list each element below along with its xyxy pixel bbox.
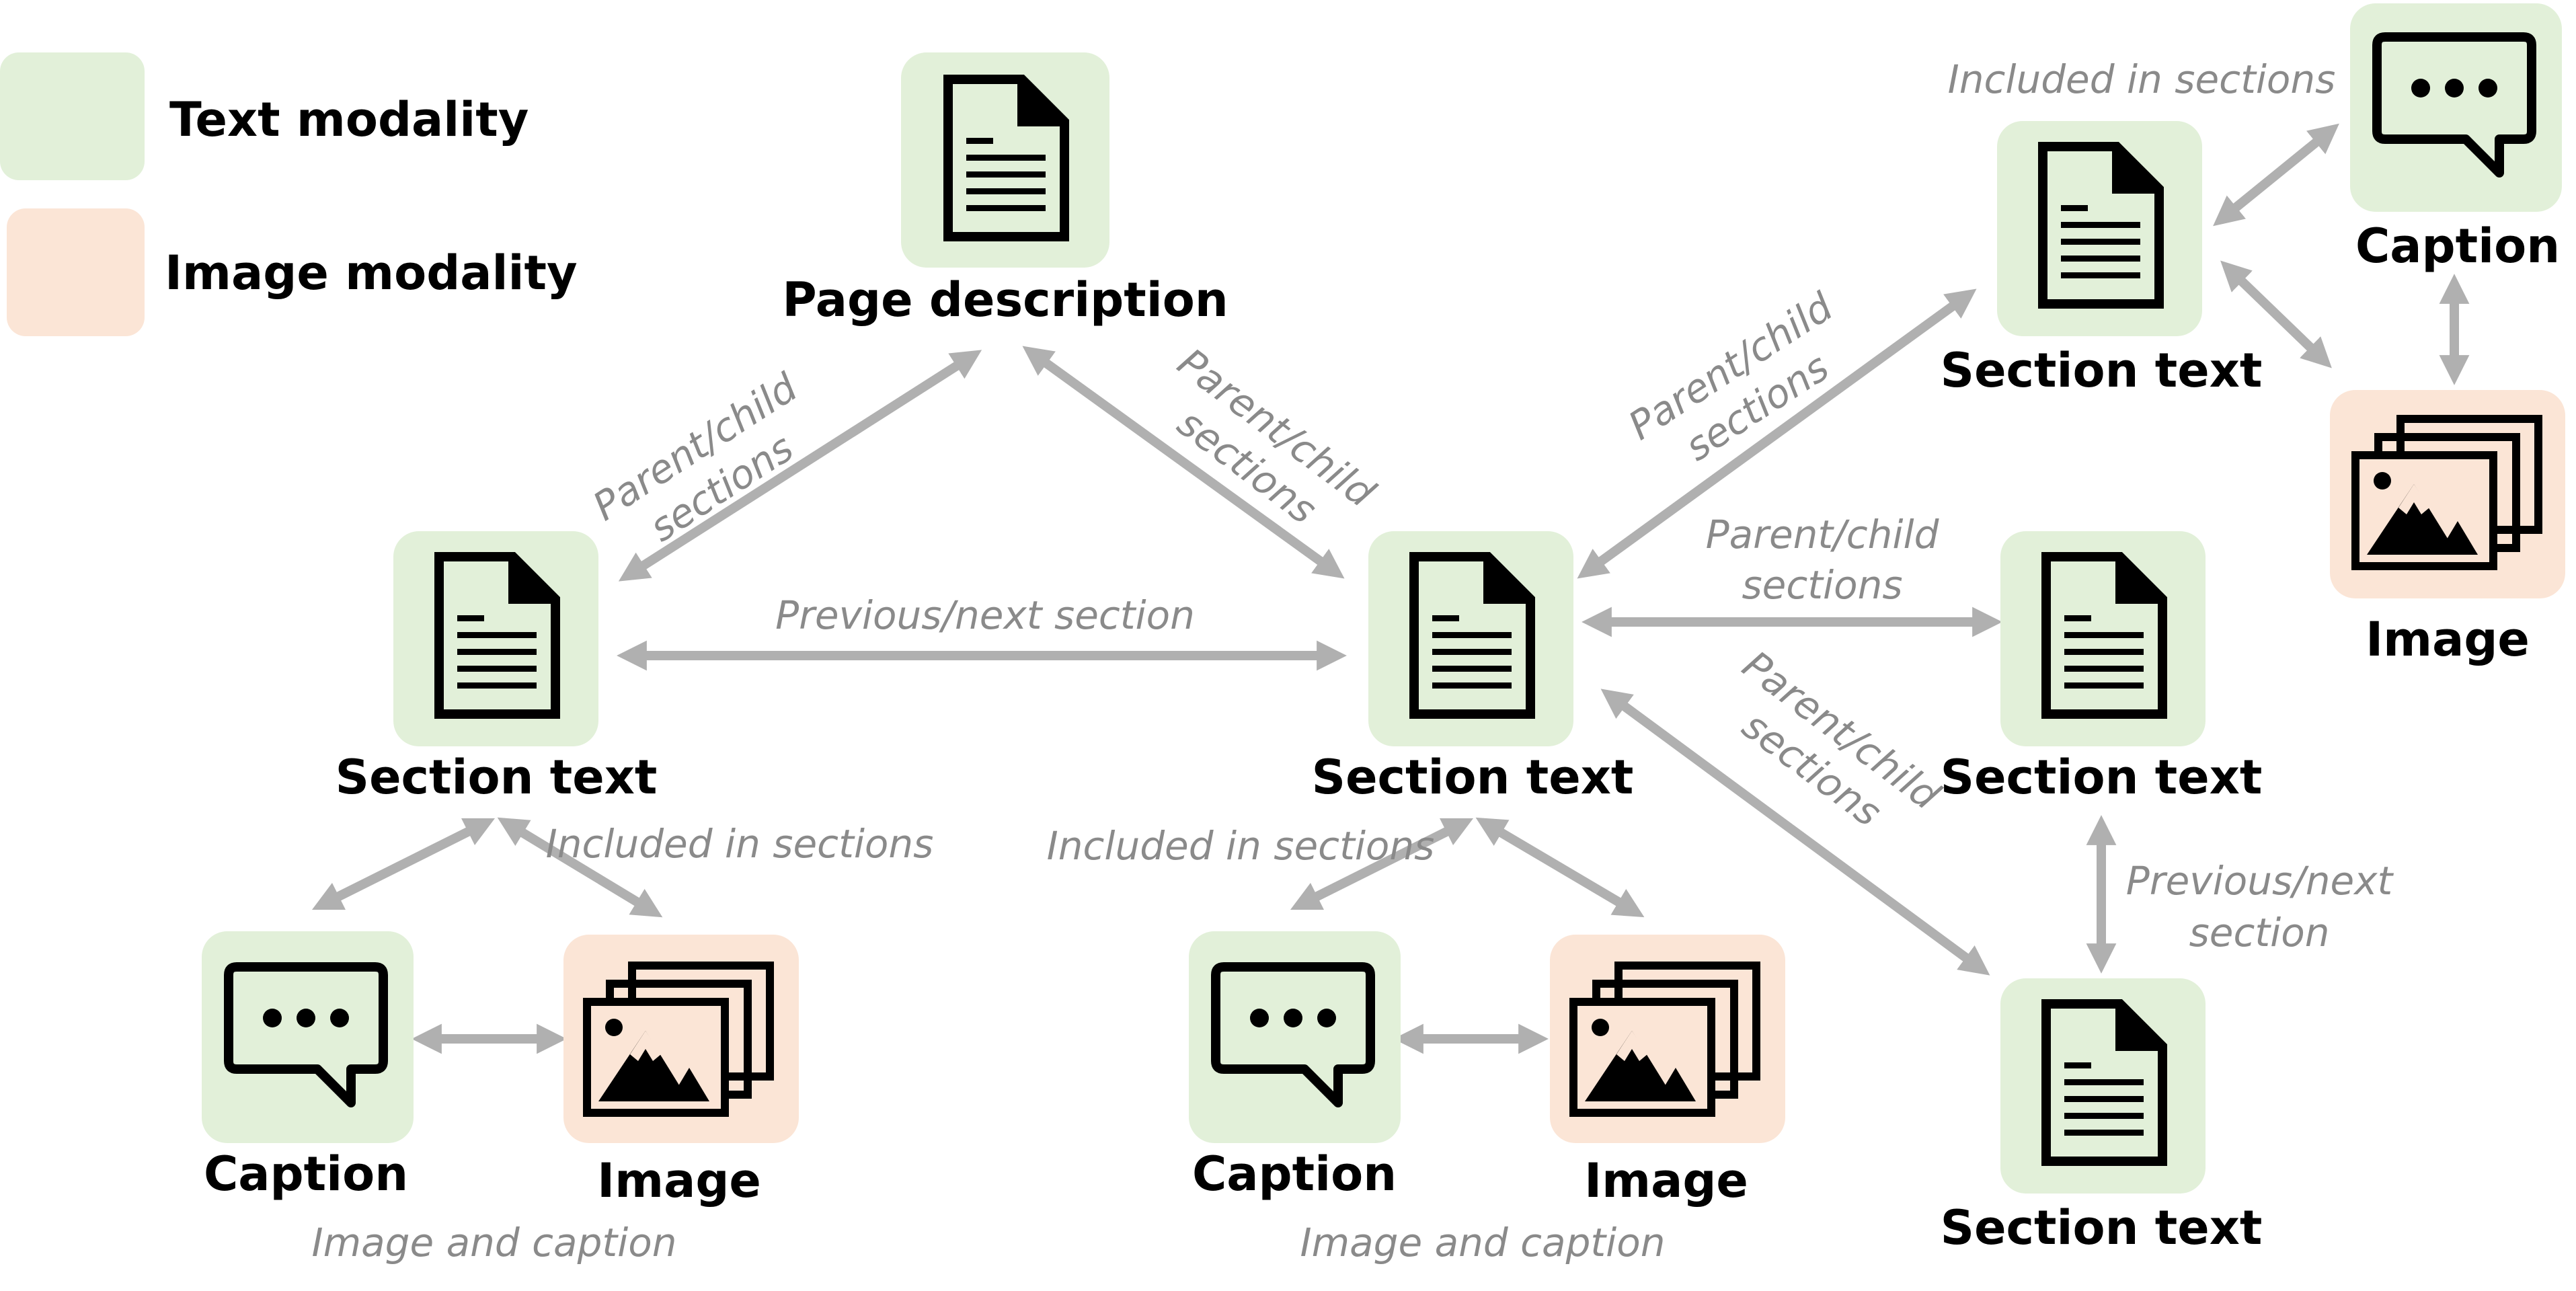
edge-label-image-and-caption-left: Image and caption [312,1220,677,1265]
node-image-left: Image [563,935,799,1208]
edge-label-parent-child-lower-right: Parent/child sections [1734,642,1949,836]
node-section-text-bottom-right: Section text [1941,978,2263,1255]
arrow-left-caption-to-section [311,818,496,910]
node-section-text-bottom-right-label: Section text [1941,1200,2263,1255]
node-section-text-center-label: Section text [1312,750,1634,805]
node-section-text-center: Section text [1312,531,1634,805]
node-section-text-mid-right-label: Section text [1941,750,2263,805]
svg-text:sections: sections [1742,562,1902,608]
svg-text:Parent/child: Parent/child [1706,512,1940,557]
arrow-top-right-image-to-section [2220,260,2332,368]
arrow-top-right-caption-to-section [2213,123,2339,227]
node-page-description: Page description [782,52,1228,327]
edge-label-included-center: Included in sections [1047,823,1435,869]
node-caption-center: Caption [1189,931,1401,1202]
edge-label-previous-next-section: Previous/next section [775,592,1195,638]
node-caption-left-label: Caption [204,1146,408,1202]
edge-label-previous-next-right: Previous/next section [2126,858,2394,955]
node-section-text-mid-right: Section text [1941,531,2263,805]
node-caption-far-right-box [2350,3,2562,212]
edge-label-included-top-right: Included in sections [1948,56,2336,102]
node-section-text-top-right-label: Section text [1941,343,2263,398]
arrow-center-image-to-section [1475,817,1645,918]
arrow-center-caption-to-section [1290,818,1474,910]
edge-label-included-left: Included in sections [546,821,934,867]
node-image-far-right-label: Image [2366,612,2530,667]
node-caption-far-right-label: Caption [2355,219,2560,274]
node-section-text-top-right: Section text [1941,121,2263,398]
arrow-page-to-center-section [1022,346,1345,579]
node-image-center-label: Image [1584,1153,1748,1208]
node-section-text-left: Section text [336,531,658,805]
svg-text:section: section [2189,910,2330,955]
node-caption-center-box [1189,931,1401,1143]
node-caption-left: Caption [202,931,414,1202]
node-caption-left-box [202,931,414,1143]
legend-image-label: Image modality [165,245,578,301]
legend-image-swatch [7,208,145,336]
arrow-center-to-top-right-section [1577,288,1977,579]
node-image-center: Image [1550,935,1785,1208]
arrow-page-to-left-section [618,350,982,582]
edges [311,123,2470,1054]
arrow-center-to-bottom-right-section [1600,689,1990,976]
node-page-description-label: Page description [782,272,1228,327]
edge-label-image-and-caption-center: Image and caption [1300,1220,1666,1265]
legend: Text modality Image modality [0,52,578,336]
node-caption-far-right: Caption [2350,3,2562,274]
node-image-left-label: Image [597,1153,761,1208]
node-caption-center-label: Caption [1192,1146,1397,1202]
node-image-far-right: Image [2330,390,2565,667]
legend-text-label: Text modality [169,92,529,147]
legend-text-swatch [0,52,145,180]
svg-text:Previous/next: Previous/next [2126,858,2394,904]
arrow-left-image-to-section [497,817,663,918]
node-section-text-left-label: Section text [336,750,658,805]
edge-label-parent-child-mid-right: Parent/child sections [1706,512,1940,608]
